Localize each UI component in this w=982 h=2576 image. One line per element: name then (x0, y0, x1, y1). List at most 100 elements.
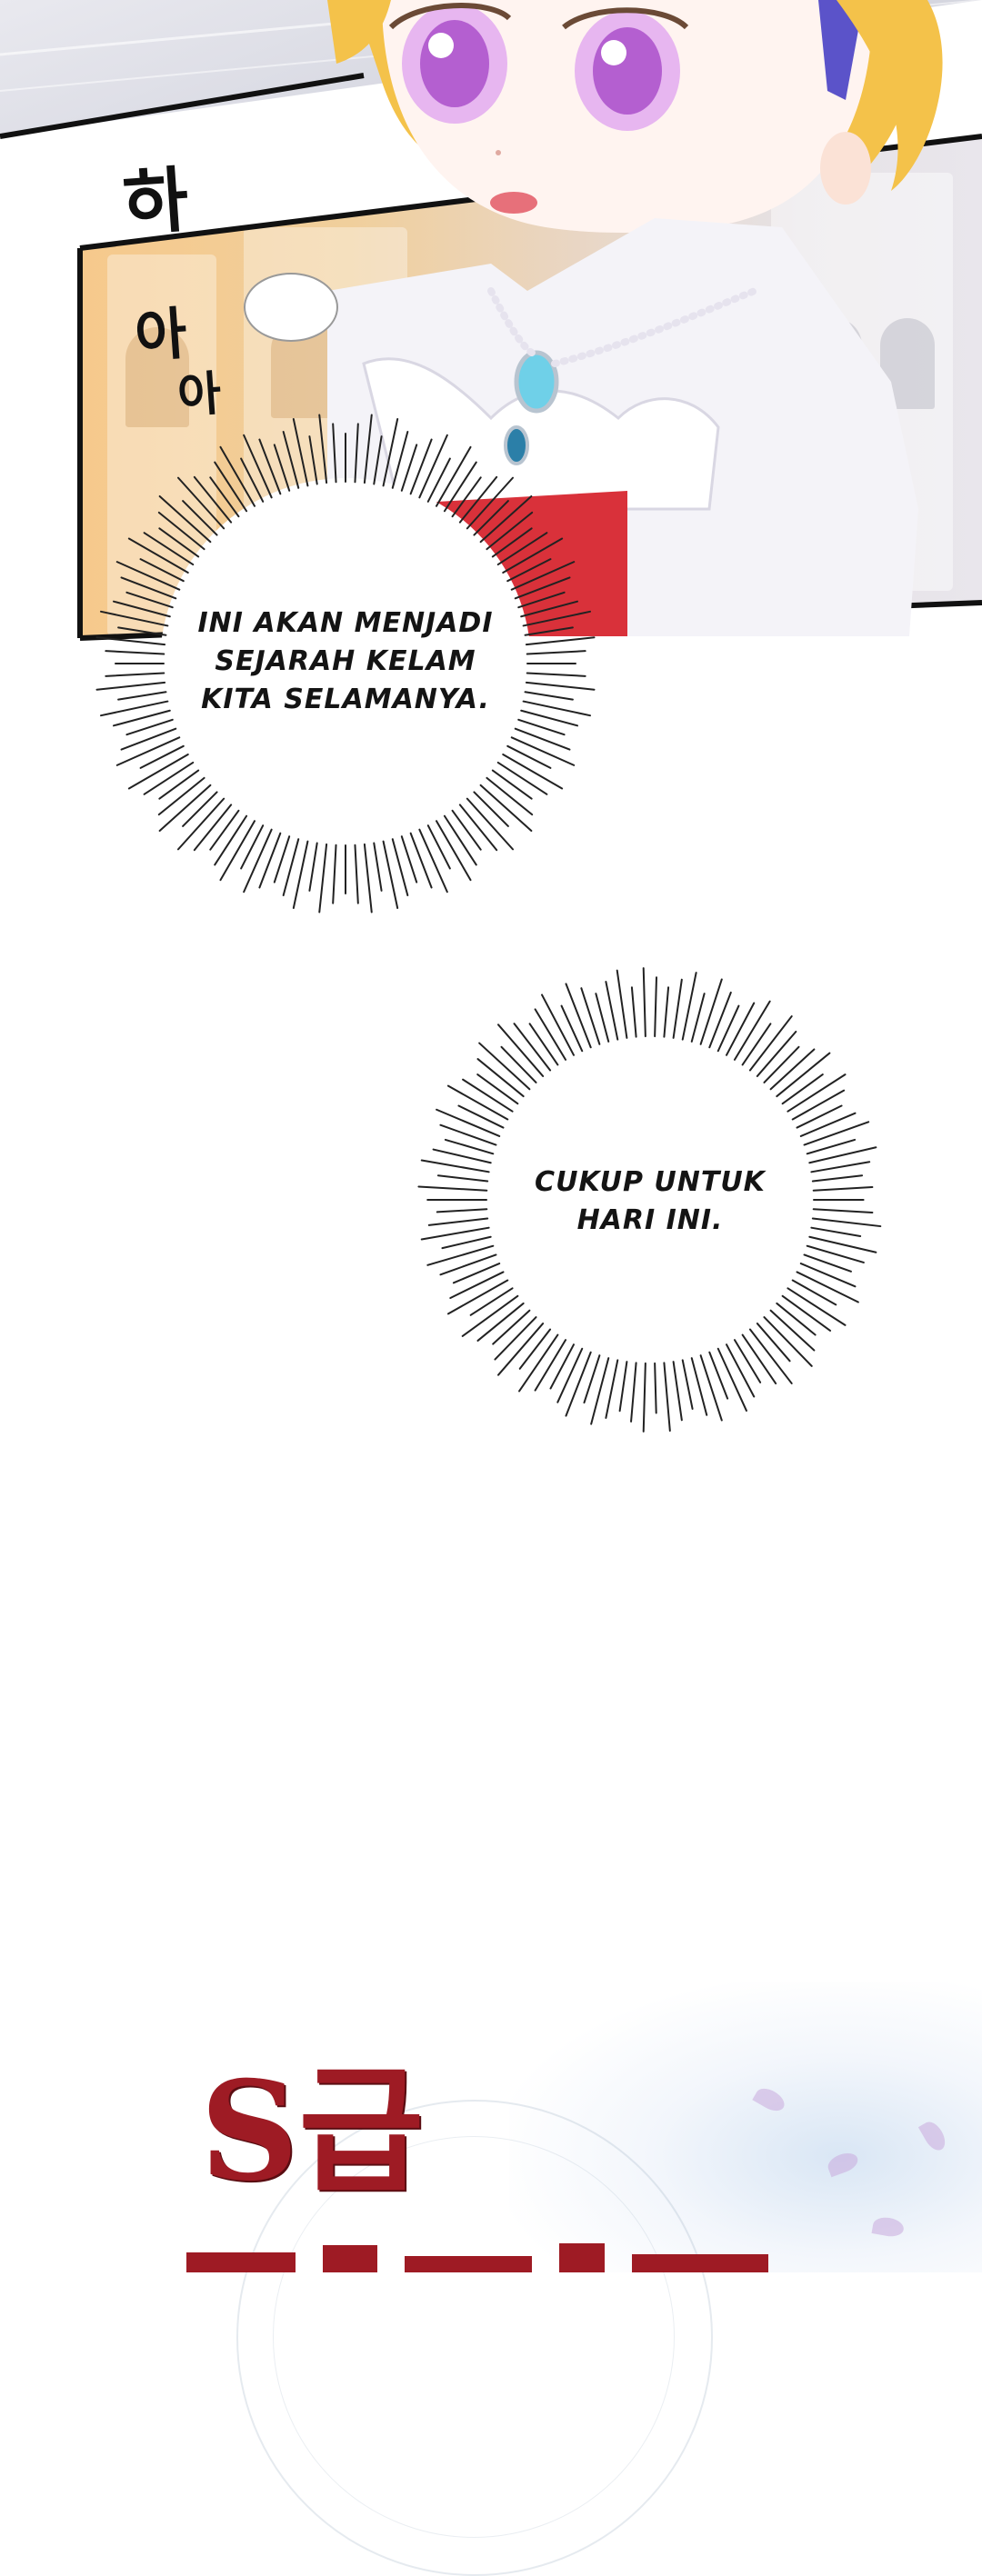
burst-line (534, 1339, 567, 1392)
burst-line (219, 445, 256, 507)
burst-line (466, 797, 515, 851)
burst-fill (160, 478, 531, 849)
burst-line (769, 1048, 816, 1091)
burst-line (514, 576, 571, 600)
burst-line (502, 754, 564, 790)
burst-line (476, 1302, 525, 1342)
burst-line (479, 784, 533, 833)
burst-line (799, 1112, 857, 1137)
speech-burst-bubble-1 (95, 414, 596, 914)
burst-line (363, 843, 373, 914)
burst-line (526, 672, 586, 677)
burst-line (522, 610, 591, 627)
burst-line (781, 1294, 832, 1332)
burst-line (733, 1000, 771, 1061)
burst-line (100, 700, 169, 717)
burst-line (812, 1208, 874, 1213)
burst-line (469, 1287, 514, 1316)
burst-line (540, 993, 575, 1056)
burst-line (436, 445, 472, 507)
burst-line (479, 494, 533, 544)
burst-line (510, 561, 576, 591)
burst-line (699, 978, 723, 1045)
burst-line (157, 511, 205, 551)
burst-line (486, 511, 534, 551)
burst-line (716, 1004, 740, 1053)
burst-line (420, 1159, 490, 1173)
burst-line (520, 709, 579, 727)
burst-line (500, 1045, 537, 1083)
burst-line (565, 1351, 592, 1417)
burst-line (443, 461, 477, 513)
burst-line (741, 1333, 777, 1385)
burst-line (486, 776, 534, 816)
burst-line (726, 1002, 756, 1056)
burst-line (451, 809, 482, 851)
burst-line (476, 1058, 525, 1098)
burst-line (811, 1174, 864, 1183)
burst-line (400, 835, 418, 884)
burst-line (565, 983, 592, 1049)
burst-line (182, 791, 218, 827)
burst-line (497, 1323, 545, 1376)
burst-line (158, 527, 200, 558)
burst-line (240, 457, 265, 503)
burst-line (491, 527, 533, 558)
burst-line (273, 835, 291, 884)
burst-line (506, 744, 552, 769)
burst-line (506, 558, 552, 583)
burst-line (354, 423, 359, 484)
burst-line (796, 1104, 843, 1129)
burst-line (158, 494, 212, 544)
burst-line (243, 828, 273, 894)
burst-line (518, 1333, 559, 1393)
burst-line (436, 820, 472, 882)
burst-line (517, 591, 566, 609)
burst-line (139, 744, 185, 769)
burst-line (496, 532, 548, 566)
speech-line: INI AKAN MENJADI (197, 607, 494, 639)
speech-text-1: INI AKAN MENJADI SEJARAH KELAM KITA SELA… (177, 604, 514, 719)
burst-line (318, 414, 328, 484)
burst-line (193, 804, 233, 852)
burst-line (427, 1217, 489, 1226)
burst-line (332, 423, 337, 484)
burst-line (492, 1309, 531, 1345)
burst-line (672, 1361, 683, 1422)
burst-line (690, 993, 706, 1043)
burst-line (741, 1023, 772, 1066)
burst-line (436, 1174, 489, 1183)
burst-line (528, 1023, 559, 1066)
burst-line (354, 844, 359, 904)
burst-line (240, 824, 265, 870)
burst-line (318, 843, 328, 914)
burst-line (452, 1263, 501, 1284)
burst-line (476, 1073, 519, 1105)
burst-line (382, 418, 399, 487)
burst-line (120, 727, 177, 751)
burst-line (446, 1084, 509, 1121)
burst-line (590, 1357, 610, 1425)
burst-line (258, 832, 282, 889)
burst-line (373, 842, 383, 892)
burst-line (654, 1362, 657, 1414)
burst-line (524, 691, 574, 701)
burst-line (432, 1148, 492, 1164)
burst-line (391, 430, 409, 489)
burst-line (791, 1089, 846, 1121)
burst-line (115, 561, 181, 591)
burst-line (117, 626, 167, 636)
burst-line (449, 1271, 505, 1300)
burst-line (748, 1015, 793, 1072)
burst-line (417, 1185, 488, 1192)
burst-line (513, 1023, 552, 1072)
speech-text-2: CUKUP UNTUK HARI INI. (509, 1163, 791, 1240)
burst-line (95, 681, 166, 691)
burst-line (466, 476, 515, 530)
burst-line (409, 438, 433, 495)
burst-line (444, 1138, 495, 1155)
burst-line (491, 769, 533, 800)
burst-fill (483, 1033, 817, 1367)
burst-line (292, 418, 309, 487)
burst-line (127, 754, 189, 790)
